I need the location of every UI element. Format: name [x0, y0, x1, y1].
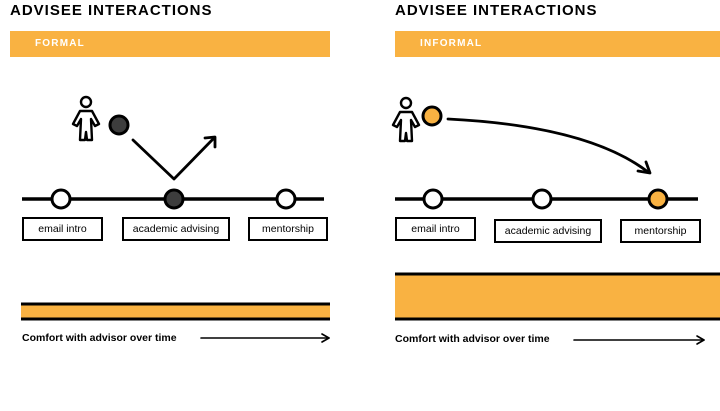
banner-label: INFORMAL — [420, 38, 483, 49]
comfort-bar — [21, 302, 330, 321]
stage-node-email-intro — [422, 188, 444, 210]
person-icon — [71, 95, 101, 142]
stage-node-email-intro — [50, 188, 72, 210]
advisee-token — [421, 105, 443, 127]
panel-title: ADVISEE INTERACTIONS — [395, 2, 598, 19]
formal-diagram — [21, 95, 330, 343]
comfort-bar — [395, 272, 720, 321]
stage-label-academic-advising: academic advising — [122, 217, 230, 241]
formal-panel: ADVISEE INTERACTIONS FORMAL — [0, 0, 330, 411]
advisee-token — [108, 114, 130, 136]
stage-label-mentorship: mentorship — [620, 219, 701, 243]
informal-diagram — [391, 96, 720, 345]
banner-label: FORMAL — [35, 38, 85, 49]
path-arrow — [446, 117, 652, 175]
stage-node-mentorship — [647, 188, 669, 210]
formal-banner: FORMAL — [10, 31, 330, 57]
comfort-label: Comfort with advisor over time — [22, 332, 177, 344]
stage-node-academic-advising — [163, 188, 185, 210]
comfort-arrow — [573, 335, 705, 345]
stage-label-academic-advising: academic advising — [494, 219, 602, 243]
stage-node-academic-advising — [531, 188, 553, 210]
informal-banner: INFORMAL — [395, 31, 720, 57]
stage-label-email-intro: email intro — [395, 217, 476, 241]
stage-node-mentorship — [275, 188, 297, 210]
comfort-arrow — [200, 333, 330, 343]
stage-label-mentorship: mentorship — [248, 217, 328, 241]
comfort-label: Comfort with advisor over time — [395, 333, 550, 345]
path-arrow — [131, 135, 217, 181]
panel-title: ADVISEE INTERACTIONS — [10, 2, 213, 19]
person-icon — [391, 96, 421, 143]
informal-panel: ADVISEE INTERACTIONS INFORMAL — [388, 0, 720, 411]
stage-label-email-intro: email intro — [22, 217, 103, 241]
